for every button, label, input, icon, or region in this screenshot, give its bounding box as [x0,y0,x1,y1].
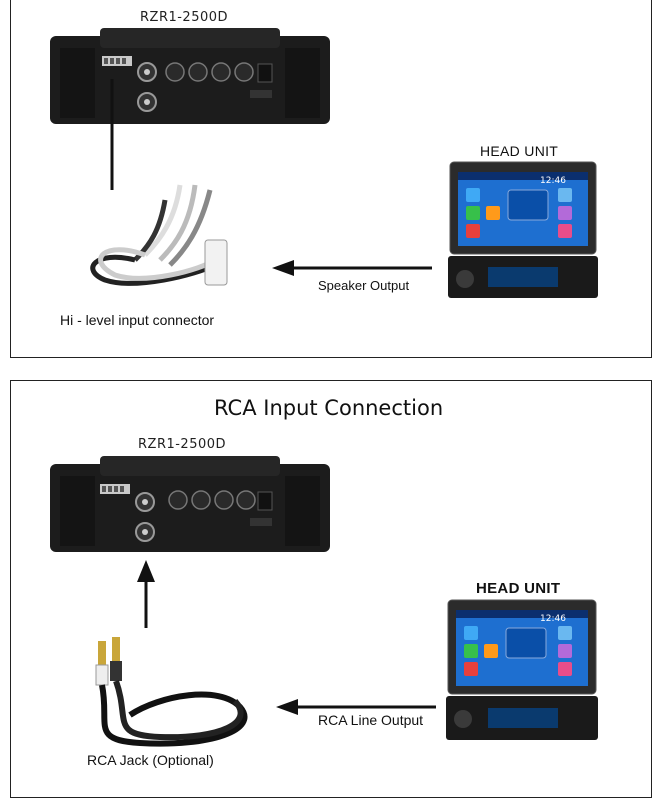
up-arrow-bottom [137,560,155,628]
head-unit-image-bottom [446,599,598,740]
head-unit-label-top: HEAD UNIT [480,143,559,159]
rca-line-output-label: RCA Line Output [318,712,424,728]
amp-model-label-bottom: RZR1-2500D [138,437,227,452]
amp-model-label-top: RZR1-2500D [140,10,229,25]
head-unit-image-top [448,161,598,298]
rca-section-title: RCA Input Connection [214,396,444,420]
head-unit-label-bottom: HEAD UNIT [476,580,561,597]
head-unit-clock-bottom: 12:46 [540,614,566,624]
amplifier-image-top [50,28,330,124]
speaker-output-label: Speaker Output [318,278,410,293]
up-arrow-top [110,79,114,190]
head-unit-clock-top: 12:46 [540,176,566,186]
left-arrow-top [272,260,432,276]
hi-level-connector-label: Hi - level input connector [60,312,215,328]
wire-harness-image [90,184,228,286]
rca-cable-image [95,637,248,747]
left-arrow-bottom [276,699,436,715]
rca-jack-label: RCA Jack (Optional) [87,752,214,768]
amplifier-image-bottom [50,456,330,552]
